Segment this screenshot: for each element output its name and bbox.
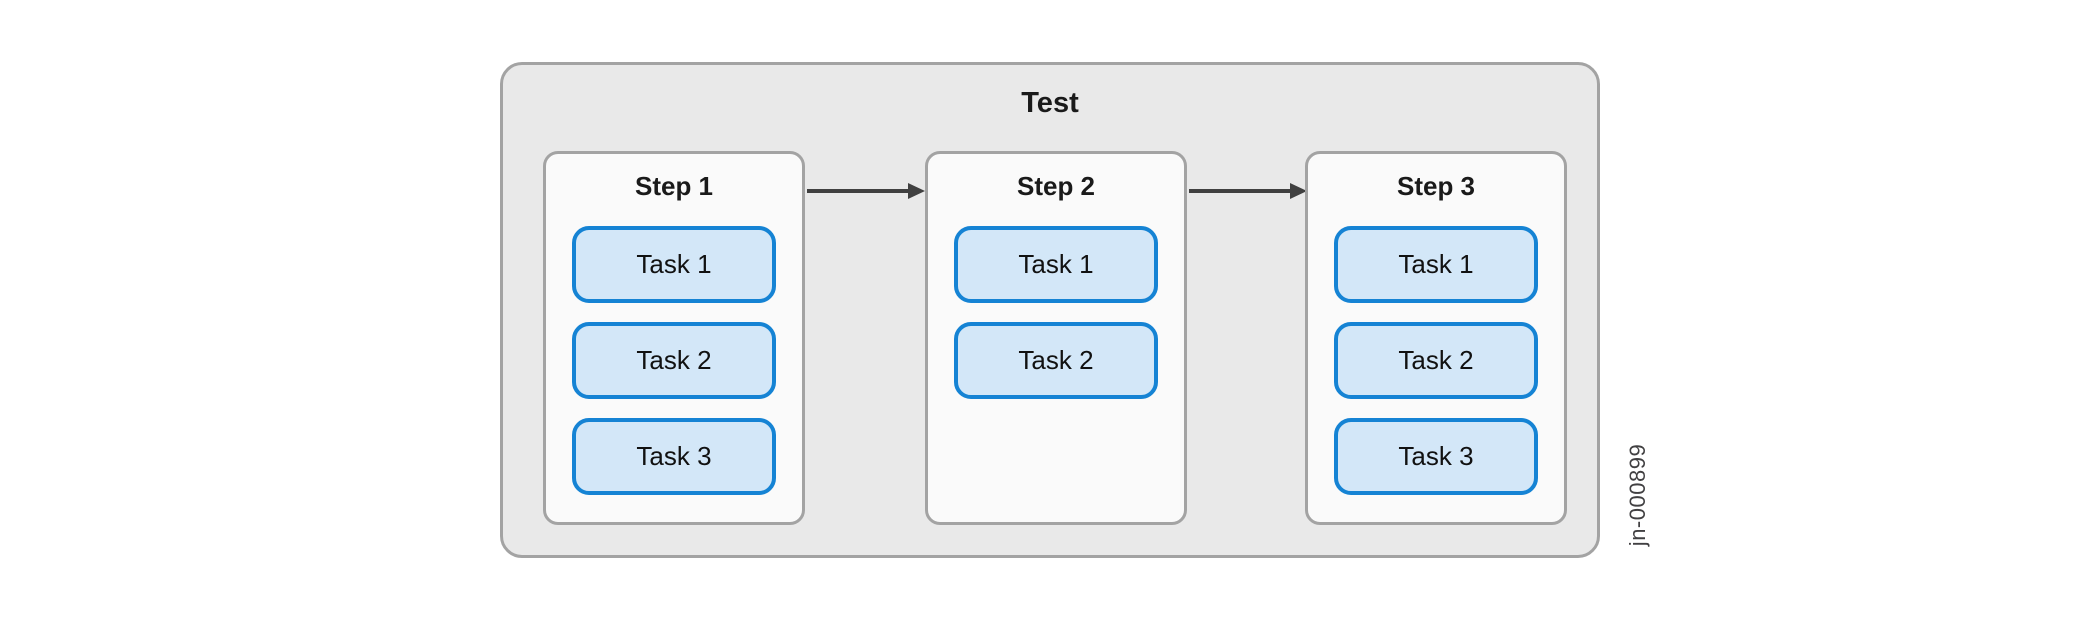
step-2-task-box-1: Task 1	[954, 226, 1158, 303]
step-1-task-box-1: Task 1	[572, 226, 776, 303]
arrow-line	[807, 189, 909, 193]
task-label: Task 2	[1398, 345, 1474, 375]
container-title: Test	[1021, 87, 1079, 119]
step-3-title: Step 3	[1396, 171, 1476, 201]
step-1-title: Step 1	[634, 171, 714, 201]
arrow-head-icon	[1290, 183, 1307, 199]
step-box-2: Step 2 Task 1 Task 2	[925, 151, 1187, 525]
task-label: Task 1	[636, 249, 712, 279]
arrow-head-icon	[908, 183, 925, 199]
step-box-1: Step 1 Task 1 Task 2 Task 3	[543, 151, 805, 525]
arrow-step2-to-step3	[1189, 183, 1307, 199]
task-label: Task 2	[1018, 345, 1094, 375]
task-label: Task 1	[1018, 249, 1094, 279]
task-label: Task 2	[636, 345, 712, 375]
step-3-task-box-1: Task 1	[1334, 226, 1538, 303]
arrow-line	[1189, 189, 1291, 193]
step-1-task-box-3: Task 3	[572, 418, 776, 495]
step-1-task-box-2: Task 2	[572, 322, 776, 399]
figure-id: jn-000899	[1625, 443, 1650, 547]
task-label: Task 1	[1398, 249, 1474, 279]
task-label: Task 3	[1398, 441, 1474, 471]
step-3-task-box-3: Task 3	[1334, 418, 1538, 495]
step-3-task-box-2: Task 2	[1334, 322, 1538, 399]
step-2-title: Step 2	[1016, 171, 1096, 201]
arrow-step1-to-step2	[807, 183, 925, 199]
step-2-task-box-2: Task 2	[954, 322, 1158, 399]
step-box-3: Step 3 Task 1 Task 2 Task 3	[1305, 151, 1567, 525]
task-label: Task 3	[636, 441, 712, 471]
test-container-box: Test Step 1 Task 1 Task 2 Task 3 Step 2 …	[500, 62, 1600, 558]
